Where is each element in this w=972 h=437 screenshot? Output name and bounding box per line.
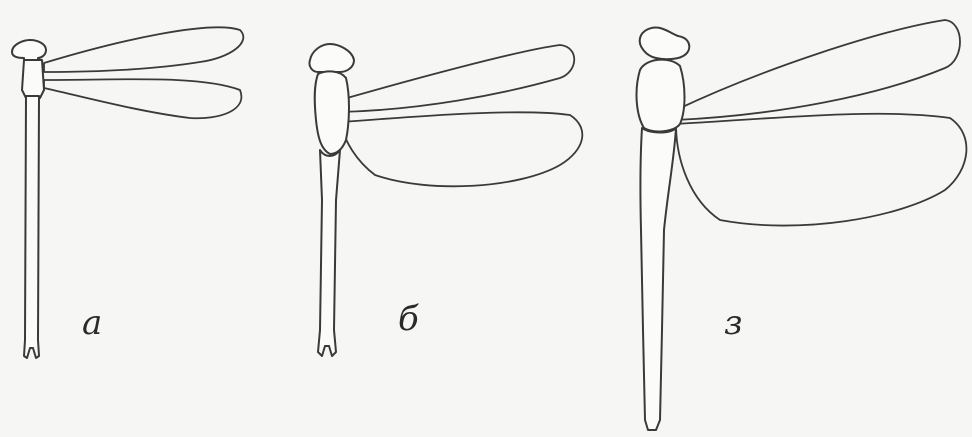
forewing-c	[676, 20, 960, 120]
abdomen-a	[24, 96, 39, 358]
thorax-b	[315, 71, 349, 154]
head-b	[309, 44, 354, 72]
forewing-a	[44, 27, 243, 72]
thorax-c	[637, 60, 685, 132]
hindwing-c	[676, 114, 966, 226]
dragonfly-stage-b-icon	[309, 44, 582, 356]
dragonfly-stage-a-icon	[12, 27, 243, 358]
panel-label-a: а	[82, 306, 102, 340]
head-c	[640, 27, 690, 59]
panel-label-b: б	[398, 302, 419, 336]
abdomen-b	[318, 150, 340, 356]
panel-label-c: з	[724, 306, 743, 340]
hindwing-b	[342, 112, 582, 186]
forewing-b	[340, 45, 574, 112]
dragonfly-stage-c-icon	[637, 20, 967, 430]
hindwing-a	[44, 79, 241, 118]
thorax-a	[22, 60, 44, 98]
abdomen-c	[640, 128, 676, 430]
